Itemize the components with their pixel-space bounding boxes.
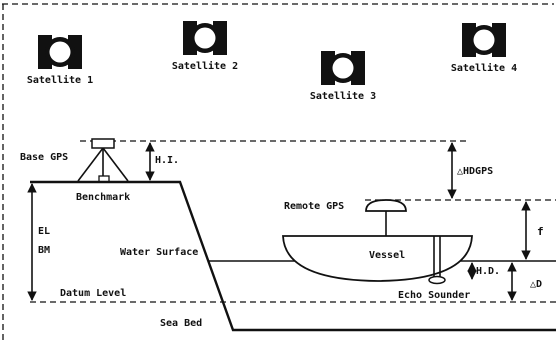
satellite-label: Satellite 1 xyxy=(27,74,93,86)
satellite-label: Satellite 2 xyxy=(172,60,238,72)
delta-hdgps-label: △HDGPS xyxy=(457,166,493,177)
delta-d-label: △D xyxy=(530,279,542,290)
water-surface-label: Water Surface xyxy=(120,247,198,258)
ground-profile xyxy=(30,180,556,332)
vessel-label: Vessel xyxy=(369,250,405,261)
satellite-icon xyxy=(462,23,506,57)
base-gps-tripod xyxy=(77,138,129,183)
datum-level-label: Datum Level xyxy=(60,288,126,299)
sea-bed-label: Sea Bed xyxy=(160,318,202,329)
satellite-icon xyxy=(183,21,227,55)
satellite-icon xyxy=(38,35,82,69)
satellite-label: Satellite 4 xyxy=(451,62,517,74)
echo-sounder-icon xyxy=(428,275,446,285)
base-gps-label: Base GPS xyxy=(20,152,68,163)
bm-label: BM xyxy=(38,245,50,256)
satellite-3: Satellite 3 xyxy=(310,51,376,102)
satellite-label: Satellite 3 xyxy=(310,90,376,102)
satellite-icon xyxy=(321,51,365,85)
hd-label: H.D. xyxy=(476,266,500,277)
remote-gps-label: Remote GPS xyxy=(284,201,344,212)
satellite-1: Satellite 1 xyxy=(27,35,93,86)
remote-gps-antenna-icon xyxy=(365,199,407,212)
f-label: f xyxy=(537,225,544,238)
satellite-2: Satellite 2 xyxy=(172,21,238,72)
vessel xyxy=(282,199,473,285)
hi-label: H.I. xyxy=(155,155,179,166)
benchmark-label: Benchmark xyxy=(76,192,130,203)
satellite-4: Satellite 4 xyxy=(451,23,517,74)
echo-sounder-label: Echo Sounder xyxy=(398,290,470,301)
el-label: EL xyxy=(38,226,50,237)
